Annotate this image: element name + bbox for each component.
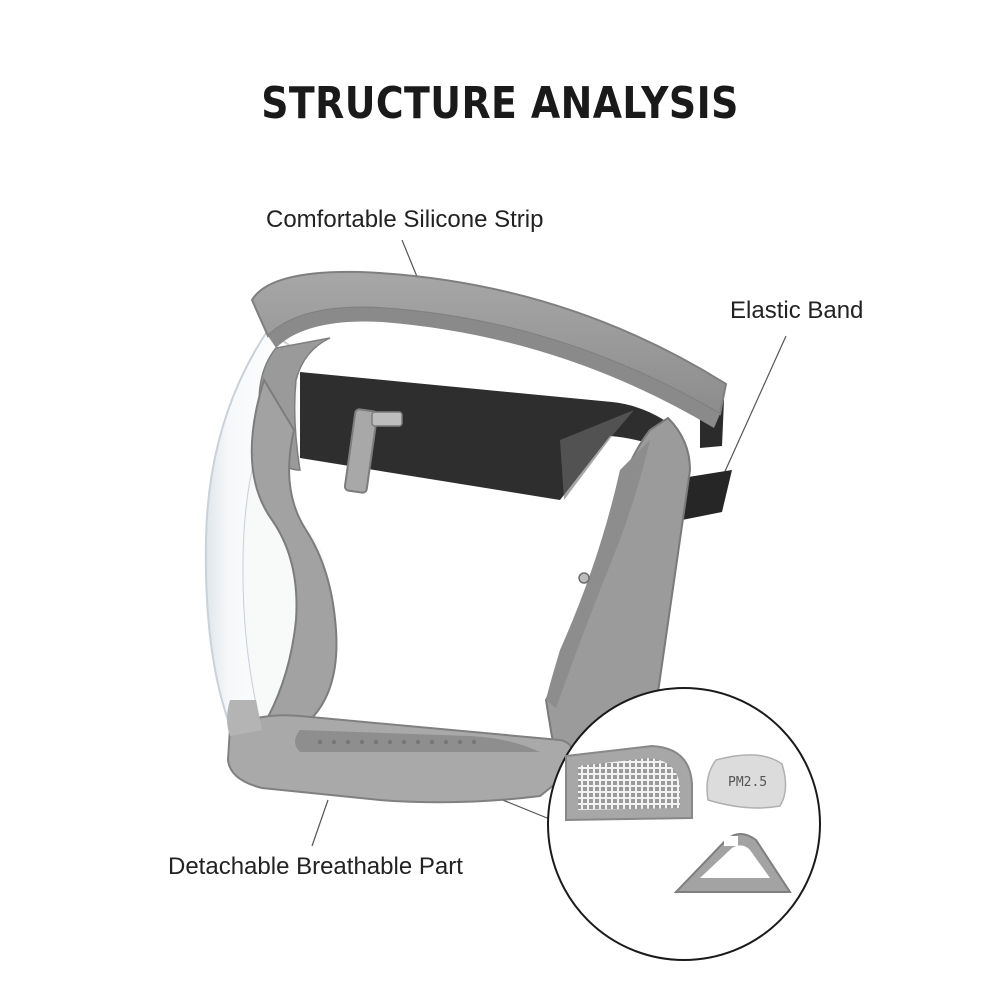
elastic-band-label: Elastic Band [730, 297, 864, 324]
rivet [578, 572, 590, 584]
silicone-strip-label: Comfortable Silicone Strip [266, 206, 544, 233]
breathable-base [226, 714, 575, 804]
face-shield [204, 270, 732, 804]
pm25-filter-pad: PM2.5 [706, 754, 787, 809]
breathable-part-label: Detachable Breathable Part [168, 853, 463, 880]
filter-mesh-frame [565, 744, 693, 822]
filter-inset: PM2.5 [547, 687, 821, 961]
filter-gasket [673, 833, 792, 893]
strap-buckle [343, 408, 403, 494]
vent-holes [317, 739, 477, 745]
page-title: STRUCTURE ANALYSIS [261, 78, 739, 129]
breathable-part-leader [311, 799, 329, 847]
elastic-band-leader [721, 335, 787, 479]
pm25-text: PM2.5 [728, 775, 767, 790]
